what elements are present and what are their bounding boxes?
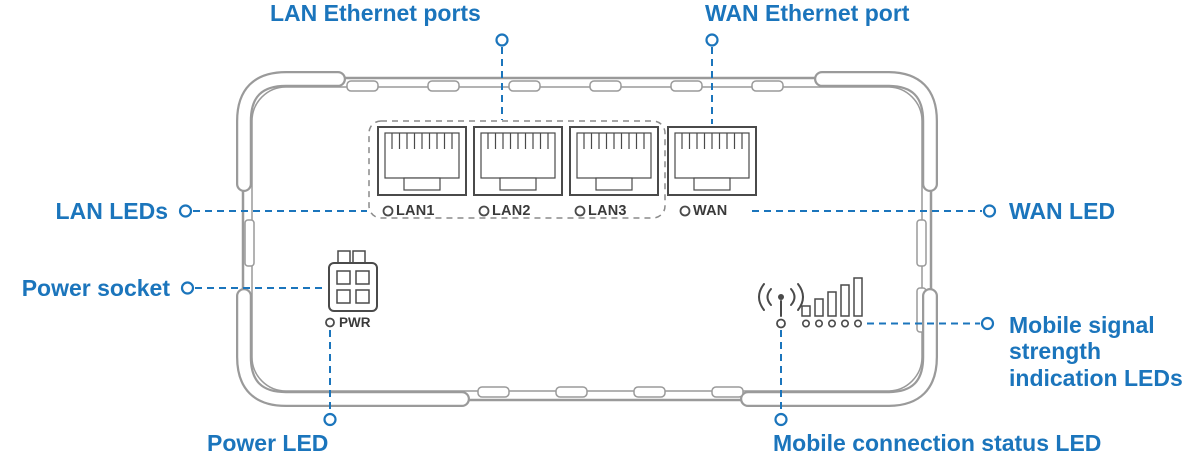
leader-dot-wan-port (705, 33, 719, 47)
top-vent-slots (346, 80, 784, 92)
callout-power-socket: Power socket (21, 275, 170, 301)
signal-bars-icon (801, 277, 863, 317)
callout-mobile-status-led: Mobile connection status LED (773, 430, 1102, 453)
bottom-vent-slots (477, 386, 744, 398)
lan-group-dashed-box (368, 120, 666, 219)
callout-lan-ethernet-ports: LAN Ethernet ports (270, 0, 481, 26)
right-edge-tab-1 (916, 219, 927, 267)
lan2-port-icon (473, 126, 563, 196)
signal-led-dots (801, 319, 862, 328)
power-socket-icon (328, 250, 378, 312)
callout-mobile-signal-leds: Mobile signal strength indication LEDs (1009, 312, 1183, 391)
port-label-lan3: LAN3 (588, 203, 627, 219)
wan-led-dot (679, 205, 691, 217)
left-edge-tab (244, 219, 255, 267)
lan3-led-dot (574, 205, 586, 217)
antenna-icon (758, 283, 804, 317)
lan1-led-dot (382, 205, 394, 217)
mobile-status-led-dot (776, 318, 786, 329)
leader-dot-lan-leds (178, 204, 193, 218)
leader-dot-power-led (323, 412, 337, 427)
leader-endpoints (178, 33, 997, 427)
pwr-led-dot (325, 317, 335, 328)
callout-wan-ethernet-port: WAN Ethernet port (705, 0, 910, 26)
leader-dot-lan-ports (495, 33, 509, 47)
port-led-dots (382, 205, 691, 217)
callout-wan-led: WAN LED (1009, 198, 1116, 224)
wan-port-icon (667, 126, 757, 196)
leader-dot-mobile-status (774, 412, 788, 427)
leader-lines (193, 47, 982, 412)
port-label-wan: WAN (693, 203, 728, 219)
leader-dot-mobile-signal (980, 316, 995, 331)
callout-lan-leds: LAN LEDs (55, 198, 168, 224)
callout-power-led: Power LED (207, 430, 329, 453)
port-label-lan1: LAN1 (396, 203, 435, 219)
leader-dot-wan-led (982, 204, 997, 218)
lan3-port-icon (569, 126, 659, 196)
corner-bumpers (236, 71, 938, 407)
leader-dot-power-socket (180, 281, 195, 295)
pwr-label: PWR (339, 315, 371, 330)
port-label-lan2: LAN2 (492, 203, 531, 219)
lan2-led-dot (478, 205, 490, 217)
lan1-port-icon (377, 126, 467, 196)
